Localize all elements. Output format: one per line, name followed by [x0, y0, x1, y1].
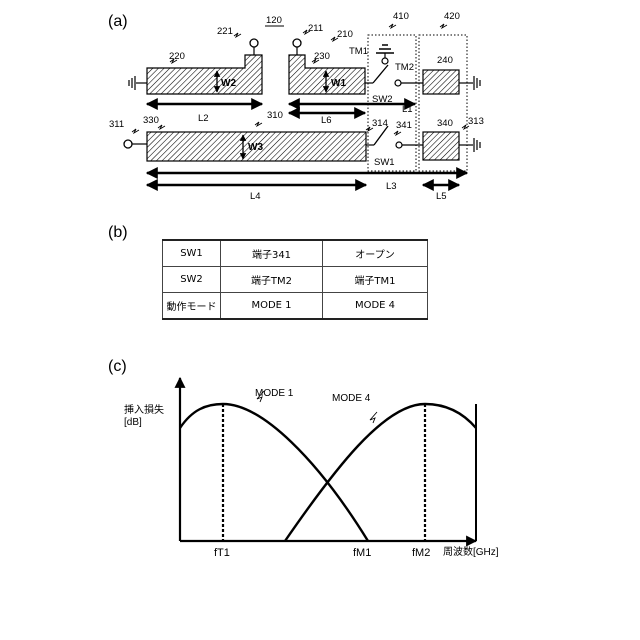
w2-label: W2: [221, 78, 236, 89]
table-cell: 動作モード: [163, 293, 221, 320]
ref-230: 230: [314, 51, 330, 62]
table-cell: MODE 4: [323, 293, 428, 320]
tick-fm2: fM2: [412, 547, 430, 559]
sw2-label: SW2: [372, 94, 393, 105]
table-row: SW2 端子TM2 端子TM1: [163, 267, 428, 293]
sw1-label: SW1: [374, 157, 395, 168]
terminal-311: [124, 140, 132, 148]
table-cell: MODE 1: [221, 293, 323, 320]
panel-c: (c) 挿入損失 [dB] 周波数[GHz] MODE 1 MODE 4 fT1…: [108, 358, 499, 559]
table-row: SW1 端子341 オープン: [163, 240, 428, 267]
ref-330: 330: [143, 115, 159, 126]
leader-310: [255, 122, 262, 126]
table-row: 動作モード MODE 1 MODE 4: [163, 293, 428, 320]
panel-a: (a) 120 W2 W1: [108, 11, 484, 202]
panel-b-label: (b): [108, 224, 128, 241]
terminal-211: [293, 39, 301, 47]
ref-221: 221: [217, 26, 233, 37]
ref-310: 310: [267, 110, 283, 121]
ref-410: 410: [393, 11, 409, 22]
table-cell: 端子TM1: [323, 267, 428, 293]
x-axis-label: 周波数[GHz]: [443, 545, 499, 558]
leader-420: [440, 24, 447, 28]
table-cell: 端子341: [221, 240, 323, 267]
terminal-tm1: [382, 58, 388, 64]
leader-410: [389, 24, 396, 28]
l3-label: L3: [386, 181, 397, 192]
l6-label: L6: [321, 115, 332, 126]
l1-label: L1: [402, 104, 413, 115]
table-cell: SW2: [163, 267, 221, 293]
l2-label: L2: [198, 113, 209, 124]
terminal-tm2: [395, 80, 401, 86]
mode4-curve: [285, 404, 476, 541]
ref-314: 314: [372, 118, 388, 129]
l4-label: L4: [250, 191, 261, 202]
leader-341: [394, 131, 401, 135]
ref-311: 311: [109, 119, 124, 130]
terminal-341: [396, 142, 402, 148]
table-cell: SW1: [163, 240, 221, 267]
panel-c-label: (c): [108, 358, 127, 375]
resonator-340: [423, 132, 459, 160]
w3-label: W3: [248, 142, 263, 153]
tick-fm1: fM1: [353, 547, 371, 559]
mode1-label: MODE 1: [255, 388, 294, 399]
ref-220: 220: [169, 51, 185, 62]
ref-240: 240: [437, 55, 453, 66]
leader-330: [158, 125, 165, 129]
mode-table: SW1 端子341 オープン SW2 端子TM2 端子TM1 動作モード MOD…: [162, 239, 428, 320]
ref-210: 210: [337, 29, 353, 40]
mode1-curve: [180, 404, 368, 541]
resonator-220: [147, 55, 262, 94]
table-cell: オープン: [323, 240, 428, 267]
tm1-label: TM1: [349, 46, 368, 57]
ref-120: 120: [266, 15, 282, 26]
terminal-221: [250, 39, 258, 47]
ref-211: 211: [308, 23, 323, 34]
tm2-label: TM2: [395, 62, 414, 73]
leader-311: [132, 129, 139, 133]
w1-label: W1: [331, 78, 346, 89]
y-axis-label-line1: 挿入損失: [124, 403, 164, 416]
y-axis-label-line2: [dB]: [124, 417, 142, 428]
table-cell: 端子TM2: [221, 267, 323, 293]
resonator-240: [423, 70, 459, 94]
ref-420: 420: [444, 11, 460, 22]
l5-label: L5: [436, 191, 447, 202]
ref-341: 341: [396, 120, 412, 131]
sw2-blade: [373, 65, 388, 83]
tick-ft1: fT1: [214, 547, 230, 559]
ref-313: 313: [468, 116, 484, 127]
ref-340: 340: [437, 118, 453, 129]
mode4-label: MODE 4: [332, 393, 371, 404]
mode4-leader: [370, 412, 377, 423]
leader-221: [234, 33, 241, 37]
panel-a-label: (a): [108, 13, 128, 30]
